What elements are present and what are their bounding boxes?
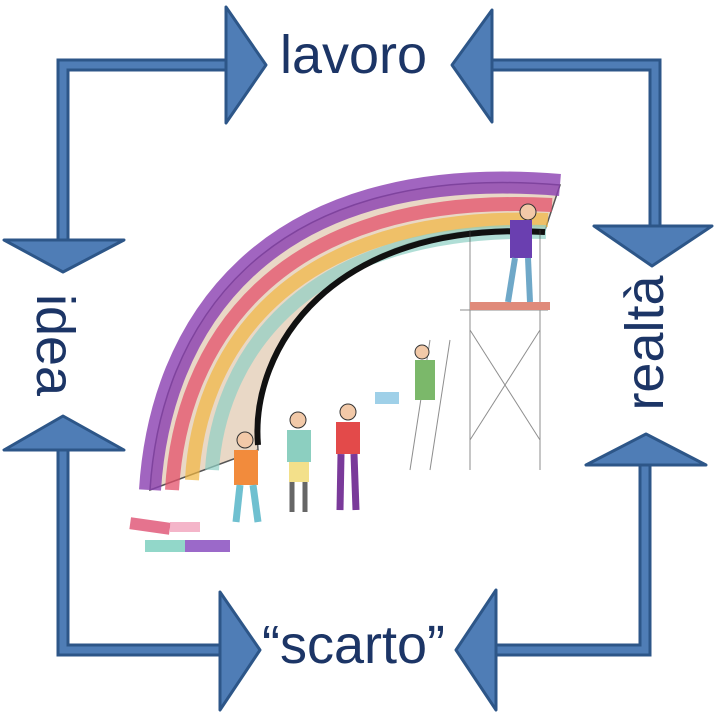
label-realta: realtà bbox=[615, 275, 675, 411]
arrowhead-up-icon bbox=[2, 414, 126, 452]
arch-illustration bbox=[129, 171, 562, 552]
arrowhead-right-icon bbox=[224, 5, 268, 125]
arrowhead-left-icon bbox=[454, 588, 498, 712]
label-lavoro: lavoro bbox=[280, 25, 428, 85]
connector-idea-lavoro bbox=[56, 58, 230, 242]
arrowhead-left-icon bbox=[450, 8, 494, 124]
arrowhead-up-icon bbox=[584, 432, 708, 467]
label-idea: idea bbox=[25, 293, 85, 397]
arrowhead-down-icon bbox=[592, 224, 714, 268]
arrowhead-right-icon bbox=[218, 590, 262, 712]
arrowhead-down-icon bbox=[2, 238, 126, 274]
label-scarto: “scarto” bbox=[262, 615, 446, 675]
connector-realta-scarto bbox=[494, 465, 652, 657]
